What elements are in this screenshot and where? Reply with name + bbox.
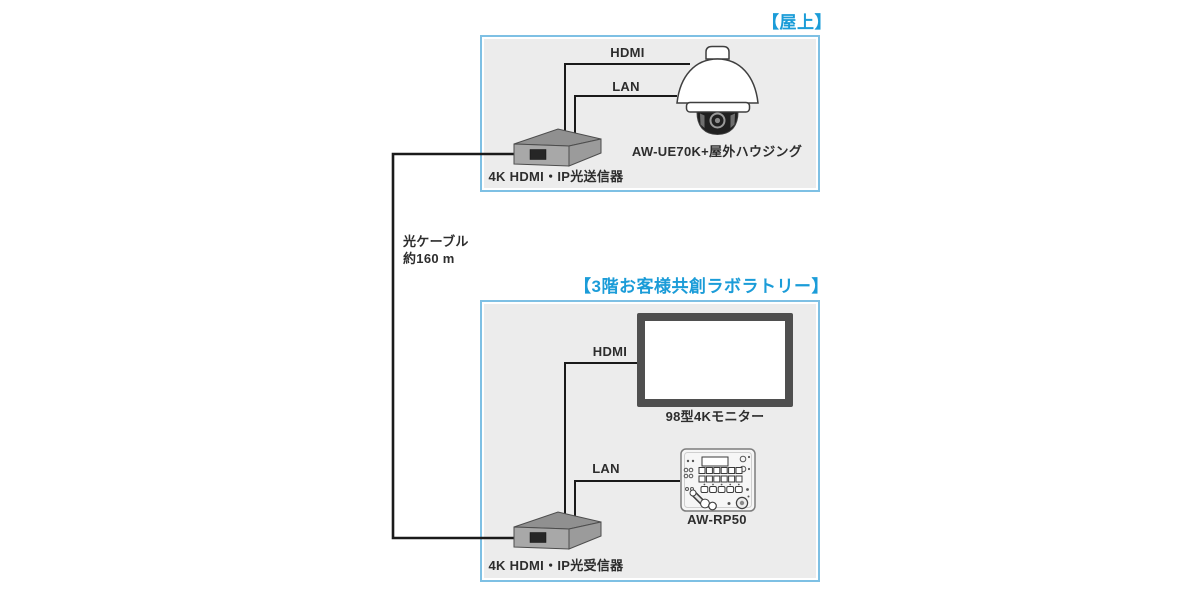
lab-section-box <box>480 300 820 582</box>
monitor-device-label: 98型4Kモニター <box>665 409 765 424</box>
lan-connection-label-rooftop: LAN <box>612 79 640 94</box>
rooftop-section-title: 【屋上】 <box>762 13 832 32</box>
hdmi-connection-label-rooftop: HDMI <box>610 45 645 60</box>
controller-device-label: AW-RP50 <box>687 512 747 527</box>
transmitter-device-label: 4K HDMI・IP光送信器 <box>488 169 624 184</box>
lab-section-title: 【3階お客様共創ラボラトリー】 <box>574 277 829 296</box>
hdmi-connection-label-lab: HDMI <box>592 344 628 359</box>
optical-cable-name-label: 光ケーブル <box>403 234 469 249</box>
lan-connection-label-lab: LAN <box>592 461 620 476</box>
camera-device-label: AW-UE70K+屋外ハウジング <box>631 144 803 159</box>
optical-cable-length-label: 約160 m <box>403 251 455 266</box>
receiver-device-label: 4K HDMI・IP光受信器 <box>488 558 624 573</box>
